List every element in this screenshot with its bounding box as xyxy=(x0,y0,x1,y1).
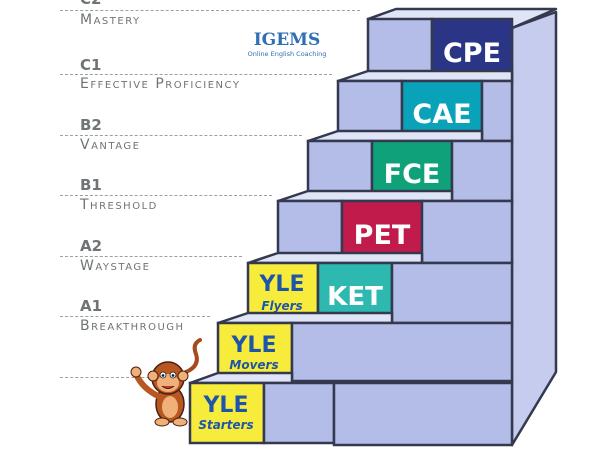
fce-label: FCE xyxy=(384,159,441,190)
level-name-c1: Effective Proficiency xyxy=(80,76,241,92)
cpe-label: CPE xyxy=(443,38,501,69)
dashed-guide-a1 xyxy=(60,316,210,317)
step-2-top xyxy=(188,371,294,385)
starters-label-line1: YLE xyxy=(203,393,249,418)
level-code-a2: A2 xyxy=(80,237,103,255)
dashed-guide-b2 xyxy=(60,135,302,136)
flyers-label-line2: Flyers xyxy=(261,299,302,313)
step-6-front-right xyxy=(450,139,514,203)
pet-label: PET xyxy=(354,220,411,251)
cae-label: CAE xyxy=(412,99,471,130)
step-3-top xyxy=(216,311,394,325)
step-4-top xyxy=(246,251,424,265)
movers-label-line2: Movers xyxy=(229,358,278,372)
movers-label-line1: YLE xyxy=(231,333,277,358)
igems-logo-title: IGEMS xyxy=(253,30,321,50)
dashed-guide-base xyxy=(60,377,180,378)
step-1-front-right xyxy=(332,381,514,447)
stair-side-wall xyxy=(510,10,558,447)
level-code-b1: B1 xyxy=(80,176,102,194)
monkey-mascot-icon xyxy=(130,338,202,427)
level-code-b2: B2 xyxy=(80,116,102,134)
step-5-top xyxy=(276,189,454,203)
dashed-guide-b1 xyxy=(60,195,272,196)
step-5-front-right xyxy=(420,199,514,265)
ket-label: KET xyxy=(327,282,383,312)
igems-logo-subtitle: Online English Coaching xyxy=(247,50,327,58)
level-name-a2: Waystage xyxy=(80,258,151,274)
level-name-a1: Breakthrough xyxy=(80,318,185,334)
starters-block xyxy=(188,381,266,445)
dashed-guide-a2 xyxy=(60,256,242,257)
step-2-front-right xyxy=(262,381,336,445)
flyers-label-line1: YLE xyxy=(259,272,305,297)
step-3-front-right xyxy=(290,321,514,383)
level-name-b1: Threshold xyxy=(80,197,158,213)
dashed-guide-c1 xyxy=(60,74,332,75)
level-name-b2: Vantage xyxy=(80,137,141,153)
starters-label-line2: Starters xyxy=(198,418,253,432)
movers-block xyxy=(216,321,294,383)
step-7-front-right xyxy=(480,79,514,143)
step-7-top xyxy=(336,69,514,83)
step-4-front-right xyxy=(390,261,514,325)
level-code-c1: C1 xyxy=(80,56,102,74)
dashed-guide-c2 xyxy=(60,10,360,11)
level-code-c2: C2 xyxy=(80,0,101,8)
level-name-c2: Mastery xyxy=(80,12,141,28)
step-6-top xyxy=(306,129,484,143)
level-code-a1: A1 xyxy=(80,297,103,315)
